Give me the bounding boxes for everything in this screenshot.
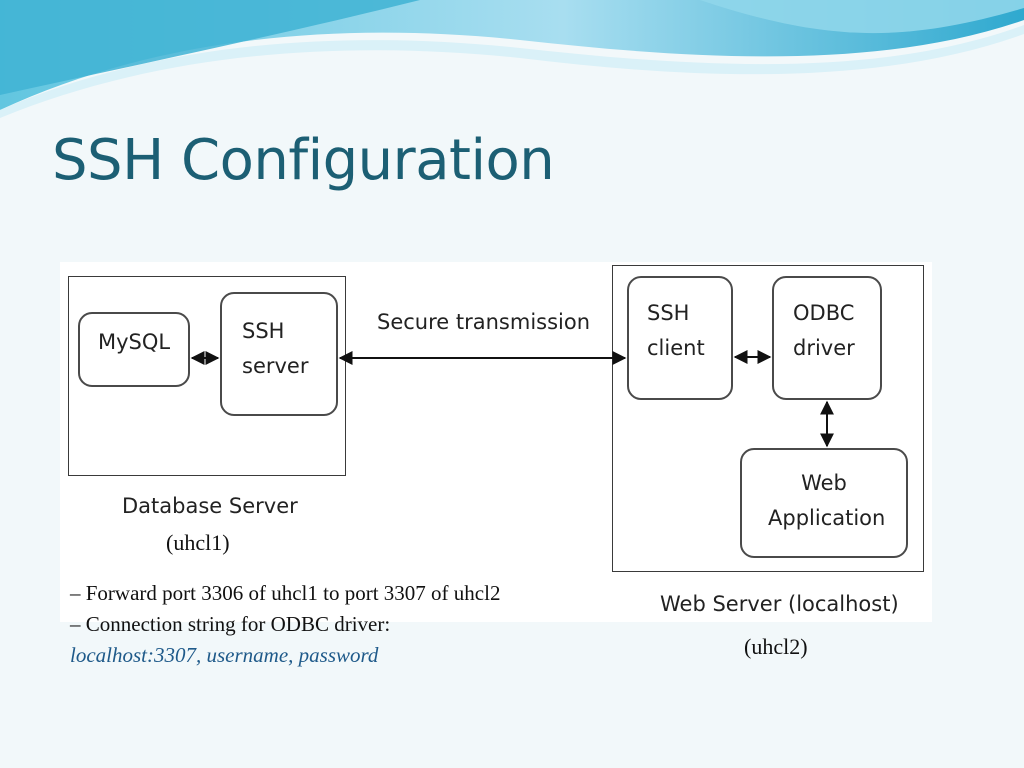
web-application-box [740, 448, 908, 558]
notes-list: – Forward port 3306 of uhcl1 to port 330… [70, 578, 570, 671]
note-connection-string: – Connection string for ODBC driver: loc… [70, 609, 570, 671]
note-connection-intro: – Connection string for ODBC driver: [70, 612, 391, 636]
ssh-client-box [627, 276, 733, 400]
secure-transmission-label: Secure transmission [377, 310, 591, 334]
header-wave-decoration [0, 0, 1024, 118]
database-server-host-note: (uhcl1) [166, 530, 230, 555]
note-forward-port: – Forward port 3306 of uhcl1 to port 330… [70, 581, 501, 605]
web-application-label: Web Application [768, 471, 886, 530]
odbc-driver-box [772, 276, 882, 400]
ssh-server-label: SSH server [242, 319, 309, 378]
connection-string-value: localhost:3307, username, password [70, 643, 379, 667]
mysql-box [78, 312, 190, 387]
mysql-label: MySQL [98, 330, 171, 354]
slide-title: SSH Configuration [52, 128, 555, 193]
ssh-server-box [220, 292, 338, 416]
database-server-label: Database Server [122, 494, 298, 518]
odbc-driver-label: ODBC driver [793, 301, 855, 360]
ssh-client-label: SSH client [647, 301, 705, 360]
web-server-label: Web Server (localhost) [660, 592, 899, 616]
web-server-host-note: (uhcl2) [744, 634, 808, 659]
